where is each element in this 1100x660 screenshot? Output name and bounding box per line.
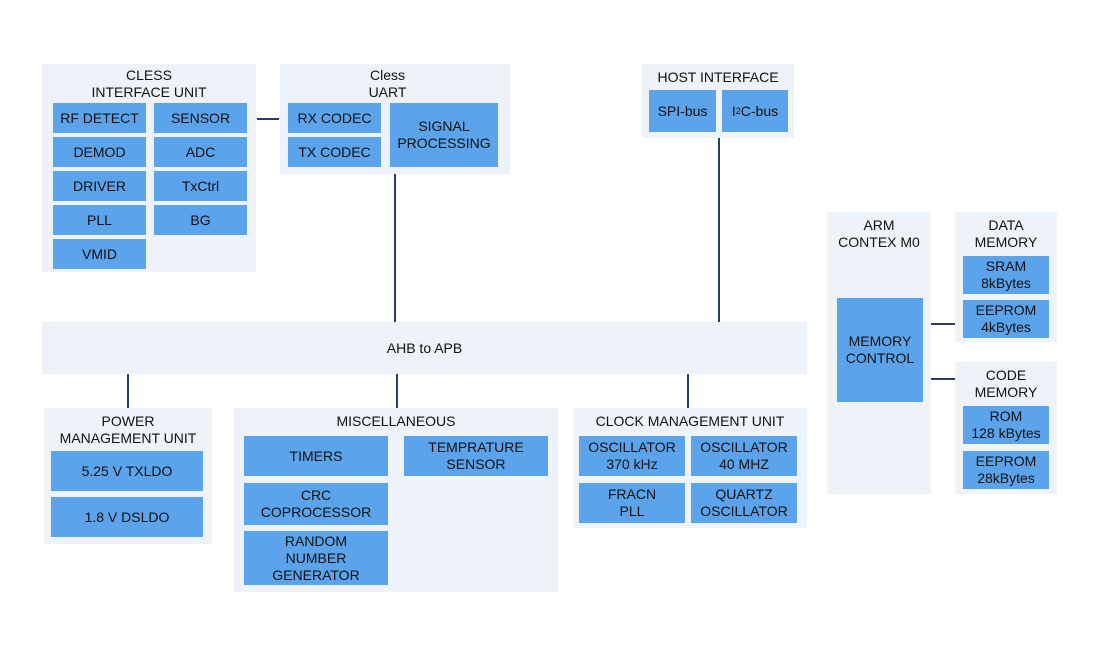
spi-bus-block: SPI-bus	[649, 90, 716, 132]
pll-block: PLL	[53, 205, 146, 235]
driver-block: DRIVER	[53, 171, 146, 201]
bg-block: BG	[154, 205, 247, 235]
cless-uart-title: Cless UART	[368, 67, 407, 100]
fracn-pll-block: FRACN PLL	[579, 483, 685, 523]
data-memory-title: DATA MEMORY	[974, 217, 1038, 250]
oscillator-370khz-block: OSCILLATOR 370 kHz	[579, 436, 685, 476]
timers-block: TIMERS	[244, 436, 388, 476]
rom-block: ROM 128 kBytes	[963, 406, 1049, 444]
rf-detect-block: RF DETECT	[53, 103, 146, 133]
host-to-bus-wire	[718, 138, 720, 322]
tx-codec-block: TX CODEC	[288, 137, 381, 167]
code-eeprom-block: EEPROM 28kBytes	[963, 451, 1049, 489]
rx-codec-block: RX CODEC	[288, 103, 381, 133]
crc-coprocessor-block: CRC COPROCESSOR	[244, 483, 388, 525]
data-eeprom-block: EEPROM 4kBytes	[963, 300, 1049, 338]
cless-interface-unit-group	[42, 64, 256, 272]
oscillator-40mhz-block: OSCILLATOR 40 MHZ	[691, 436, 797, 476]
sram-block: SRAM 8kBytes	[963, 256, 1049, 294]
uart-to-bus-wire	[394, 174, 396, 322]
code-memory-title: CODE MEMORY	[974, 367, 1038, 400]
txctrl-block: TxCtrl	[154, 171, 247, 201]
quartz-oscillator-block: QUARTZ OSCILLATOR	[691, 483, 797, 523]
signal-processing-block: SIGNAL PROCESSING	[390, 103, 498, 167]
bus-to-power-wire	[127, 374, 129, 408]
txldo-block: 5.25 V TXLDO	[51, 451, 203, 491]
ahb-to-apb-bus	[42, 322, 807, 374]
arm-title: ARM CONTEX M0	[838, 217, 920, 250]
cless-to-uart-wire	[257, 118, 279, 120]
host-interface-title: HOST INTERFACE	[657, 69, 779, 85]
bus-label: AHB to APB	[386, 340, 463, 356]
memctrl-to-data-memory-wire	[931, 323, 955, 325]
memory-control-block: MEMORY CONTROL	[837, 298, 923, 402]
memctrl-to-code-memory-wire	[931, 378, 955, 380]
power-management-unit-title: POWER MANAGEMENT UNIT	[59, 413, 197, 446]
bus-to-misc-wire	[396, 374, 398, 408]
temprature-sensor-block: TEMPRATURE SENSOR	[404, 436, 548, 476]
dsldo-block: 1.8 V DSLDO	[51, 497, 203, 537]
clock-management-unit-title: CLOCK MANAGEMENT UNIT	[595, 413, 785, 429]
miscellaneous-title: MISCELLANEOUS	[336, 413, 456, 429]
bus-to-clock-wire	[687, 374, 689, 408]
adc-block: ADC	[154, 137, 247, 167]
sensor-block: SENSOR	[154, 103, 247, 133]
demod-block: DEMOD	[53, 137, 146, 167]
cless-interface-unit-title: CLESS INTERFACE UNIT	[91, 67, 207, 100]
vmid-block: VMID	[53, 239, 146, 269]
random-number-generator-block: RANDOM NUMBER GENERATOR	[244, 531, 388, 585]
